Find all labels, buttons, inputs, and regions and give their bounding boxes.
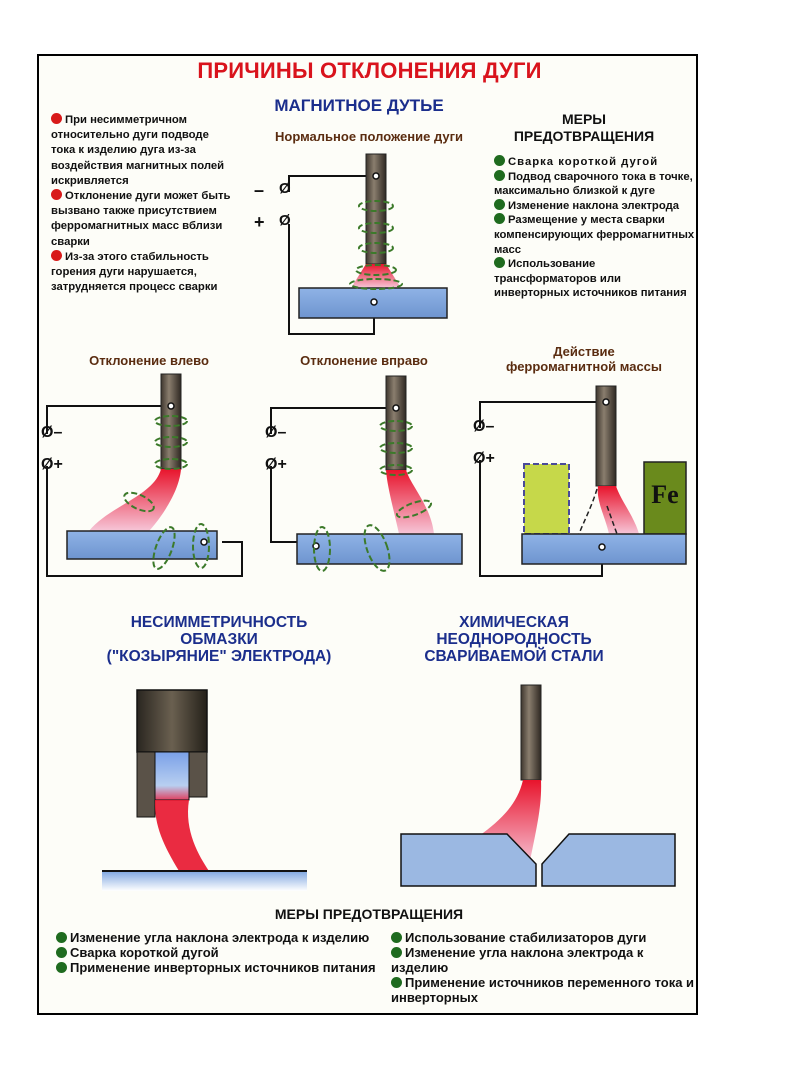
arc <box>154 800 209 871</box>
terminal-icon: Ø <box>279 180 291 197</box>
poster-frame: ПРИЧИНЫ ОТКЛОНЕНИЯ ДУГИ МАГНИТНОЕ ДУТЬЕ … <box>37 54 698 1015</box>
green-bullet-icon <box>494 155 505 166</box>
prevention-item: Изменение угла наклона электрода к издел… <box>56 930 386 945</box>
workpiece-left <box>400 833 537 887</box>
electrode <box>520 684 542 781</box>
workpiece-right <box>541 833 676 887</box>
chemical-heterogeneity-diagram <box>400 684 676 887</box>
electrode-core <box>154 751 190 801</box>
prevention-item: Подвод сварочного тока в точке, максимал… <box>494 169 693 198</box>
poster-title: ПРИЧИНЫ ОТКЛОНЕНИЯ ДУГИ <box>197 58 542 83</box>
prevention-item: Применение инверторных источников питани… <box>56 960 386 975</box>
minus-sign: – <box>254 180 265 200</box>
bottom-prevention-right-list: Использование стабилизаторов дуги Измене… <box>391 930 696 1005</box>
green-bullet-icon <box>56 962 67 973</box>
red-bullet-icon <box>51 113 62 124</box>
deviation-right-label: Отклонение вправо <box>300 353 428 368</box>
prevention-item: Использование стабилизаторов дуги <box>391 930 696 945</box>
terminal-point <box>370 298 378 306</box>
red-bullet-icon <box>51 249 62 261</box>
prevention-item: Сварка короткой дугой <box>494 155 699 170</box>
prevention-item: Применение источников переменного тока и… <box>391 975 695 1005</box>
green-bullet-icon <box>56 932 67 943</box>
deviation-right-diagram <box>270 375 463 572</box>
green-bullet-icon <box>56 947 67 958</box>
green-bullet-icon <box>391 932 402 943</box>
deviation-left-label: Отклонение влево <box>89 353 209 368</box>
green-bullet-icon <box>494 198 505 210</box>
prevention-item: Сварка короткой дугой <box>56 945 386 960</box>
minus-terminal-label: Ø– <box>473 418 495 435</box>
green-bullet-icon <box>391 977 402 988</box>
workpiece <box>102 871 307 891</box>
magnetic-blow-heading: МАГНИТНОЕ ДУТЬЕ <box>274 96 444 115</box>
magnetic-field-rings <box>349 200 403 290</box>
green-bullet-icon <box>494 213 505 225</box>
green-bullet-icon <box>494 257 505 269</box>
bottom-prevention-left-list: Изменение угла наклона электрода к издел… <box>56 930 386 975</box>
coating-asymmetry-heading: НЕСИММЕТРИЧНОСТЬ ОБМАЗКИ ("КОЗЫРЯНИЕ" ЭЛ… <box>106 614 332 665</box>
green-bullet-icon <box>494 169 505 181</box>
prevention-list: Сварка короткой дугой Подвод сварочного … <box>494 155 699 301</box>
prevention-item: Использование трансформаторов или инверт… <box>494 257 687 300</box>
wire <box>288 175 376 192</box>
red-bullet-icon <box>51 189 62 201</box>
cause-item: При несимметричном относительно дуги под… <box>51 113 225 187</box>
normal-arc-label: Нормальное положение дуги <box>275 129 463 144</box>
prevention-item: Размещение у места сварки компенсирующих… <box>494 213 695 256</box>
ferro-mass-label: Действие ферромагнитной массы <box>505 344 663 374</box>
chemical-heterogeneity-heading: ХИМИЧЕСКАЯ НЕОДНОРОДНОСТЬ СВАРИВАЕМОЙ СТ… <box>424 614 604 665</box>
prevention-item: Изменение наклона электрода <box>494 198 699 214</box>
ferro-mass-diagram <box>479 385 687 577</box>
plus-terminal-label: Ø+ <box>473 450 495 467</box>
cause-item: Отклонение дуги может быть вызвано также… <box>51 189 231 248</box>
fe-label: Fe <box>651 480 679 509</box>
cause-item: Из-за этого стабильность горения дуги на… <box>51 249 218 294</box>
electrode-coating <box>136 689 208 753</box>
compensating-mass <box>523 463 570 535</box>
terminal-point <box>372 172 380 180</box>
ferro-mass-block <box>643 461 687 535</box>
causes-list: При несимметричном относительно дуги под… <box>51 113 231 295</box>
prevention-heading: МЕРЫ ПРЕДОТВРАЩЕНИЯ <box>513 111 655 144</box>
plus-sign: + <box>254 212 265 232</box>
deviation-left-diagram <box>46 373 243 577</box>
bottom-prevention-heading: МЕРЫ ПРЕДОТВРАЩЕНИЯ <box>274 906 464 922</box>
prevention-item: Изменение угла наклона электрода к издел… <box>391 945 644 975</box>
coating-asymmetry-diagram <box>102 689 307 891</box>
terminal-icon: Ø <box>279 212 291 229</box>
normal-arc-diagram <box>288 153 448 335</box>
green-bullet-icon <box>391 947 402 958</box>
